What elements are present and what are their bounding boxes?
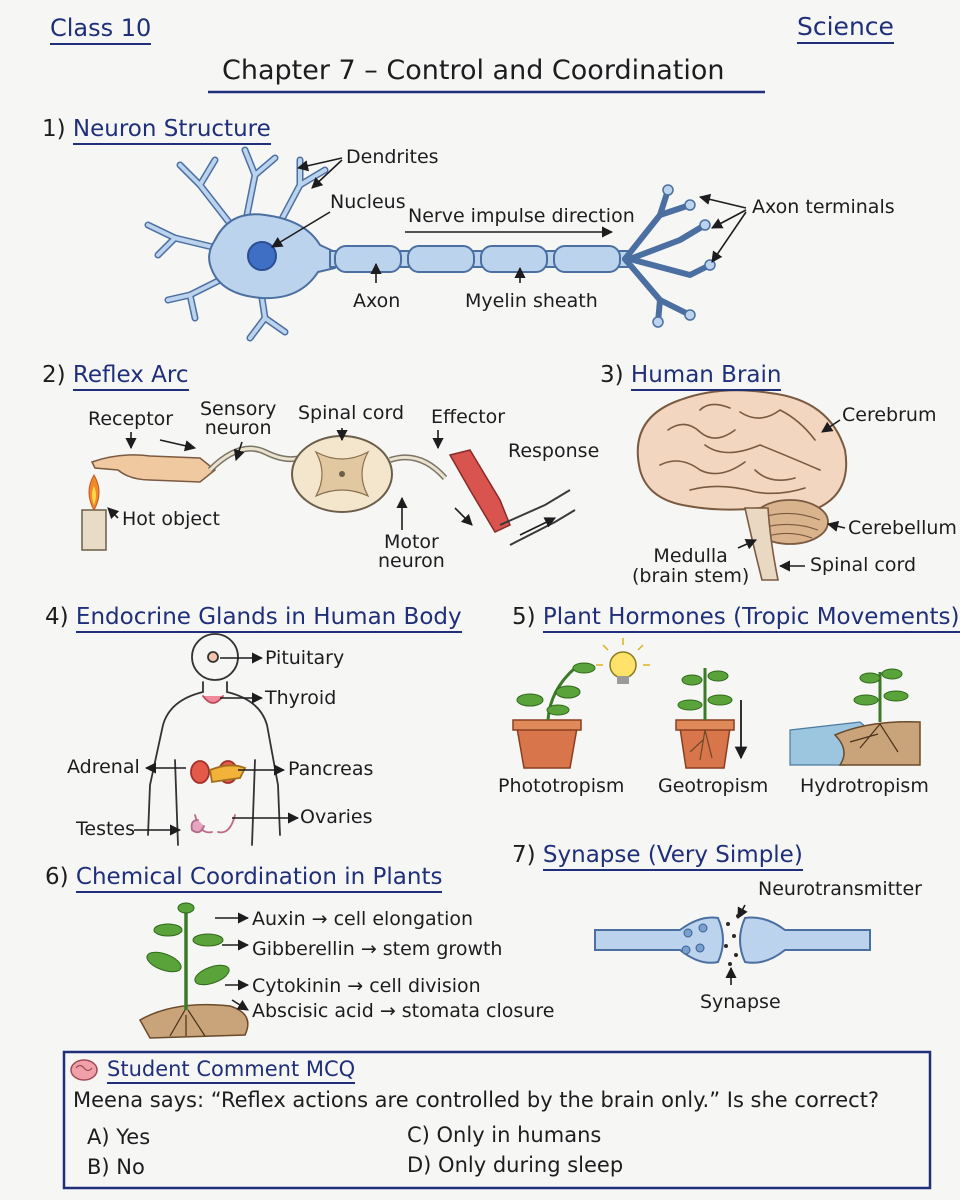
neuron-diagram <box>144 146 716 342</box>
label-hydrotropism: Hydrotropism <box>800 775 929 797</box>
brain-diagram <box>636 389 848 581</box>
label-thyroid: Thyroid <box>265 687 337 709</box>
label-ovaries: Ovaries <box>300 806 373 828</box>
label-adrenal: Adrenal <box>67 756 140 778</box>
page-title: Chapter 7 – Control and Coordination <box>222 55 725 86</box>
tropic-movements-diagram <box>512 638 921 769</box>
label-cerebrum: Cerebrum <box>842 404 937 426</box>
mcq-question: Meena says: “Reflex actions are controll… <box>73 1088 880 1112</box>
endocrine-pointers <box>134 652 300 836</box>
label-nerve-impulse-direction: Nerve impulse direction <box>408 205 635 227</box>
label-brain-spinal-cord: Spinal cord <box>810 554 917 576</box>
mcq-option-a[interactable]: A) Yes <box>87 1125 151 1149</box>
label-neurotransmitter: Neurotransmitter <box>758 878 922 900</box>
label-myelin-sheath: Myelin sheath <box>465 290 598 312</box>
section-heading-1: 1) Neuron Structure <box>42 116 271 145</box>
label-pancreas: Pancreas <box>288 758 374 780</box>
label-auxin: Auxin → cell elongation <box>252 908 474 930</box>
plant-hormone-pointers <box>215 912 250 1011</box>
label-spinal-cord: Spinal cord <box>298 402 405 424</box>
mcq-option-c[interactable]: C) Only in humans <box>407 1123 602 1147</box>
plant-hormones-diagram <box>138 902 249 1039</box>
synapse-pointers <box>725 904 748 985</box>
label-cytokinin: Cytokinin → cell division <box>252 975 481 997</box>
neuron-pointers <box>271 157 747 283</box>
section-heading-5: 5) Plant Hormones (Tropic Movements) <box>512 604 960 633</box>
section-heading-4: 4) Endocrine Glands in Human Body <box>45 604 462 633</box>
nucleus-shape <box>247 241 277 271</box>
synapse-diagram <box>594 914 871 966</box>
brain-pointers <box>737 419 846 572</box>
mcq-option-b[interactable]: B) No <box>87 1155 145 1179</box>
mcq-option-d[interactable]: D) Only during sleep <box>407 1153 624 1177</box>
label-abscisic-acid: Abscisic acid → stomata closure <box>252 1000 555 1022</box>
endocrine-diagram <box>147 633 281 846</box>
label-dendrites: Dendrites <box>346 146 439 168</box>
label-axon: Axon <box>353 290 401 312</box>
reflex-arc-diagram <box>81 435 576 551</box>
label-synapse: Synapse <box>700 991 781 1013</box>
label-pituitary: Pituitary <box>265 647 345 669</box>
brain-icon <box>70 1059 98 1081</box>
label-axon-terminals: Axon terminals <box>752 196 895 218</box>
label-effector: Effector <box>431 406 506 428</box>
label-medulla: Medulla(brain stem) <box>632 545 750 587</box>
label-cerebellum: Cerebellum <box>848 517 957 539</box>
mcq-box-border <box>62 1050 932 1190</box>
label-gibberellin: Gibberellin → stem growth <box>252 938 503 960</box>
section-heading-2: 2) Reflex Arc <box>42 362 189 391</box>
mcq-heading: Student Comment MCQ <box>107 1057 356 1084</box>
label-phototropism: Phototropism <box>498 775 625 797</box>
section-heading-7: 7) Synapse (Very Simple) <box>512 842 803 871</box>
label-testes: Testes <box>76 818 136 840</box>
label-hot-object: Hot object <box>122 508 220 530</box>
subject-label: Science <box>797 12 894 44</box>
section-heading-6: 6) Chemical Coordination in Plants <box>45 864 443 893</box>
label-nucleus: Nucleus <box>330 191 406 213</box>
label-receptor: Receptor <box>88 408 174 430</box>
label-response: Response <box>508 440 600 462</box>
section-heading-3: 3) Human Brain <box>600 362 782 391</box>
class-label: Class 10 <box>50 14 152 45</box>
label-geotropism: Geotropism <box>658 775 769 797</box>
reflex-pointers <box>107 428 557 536</box>
